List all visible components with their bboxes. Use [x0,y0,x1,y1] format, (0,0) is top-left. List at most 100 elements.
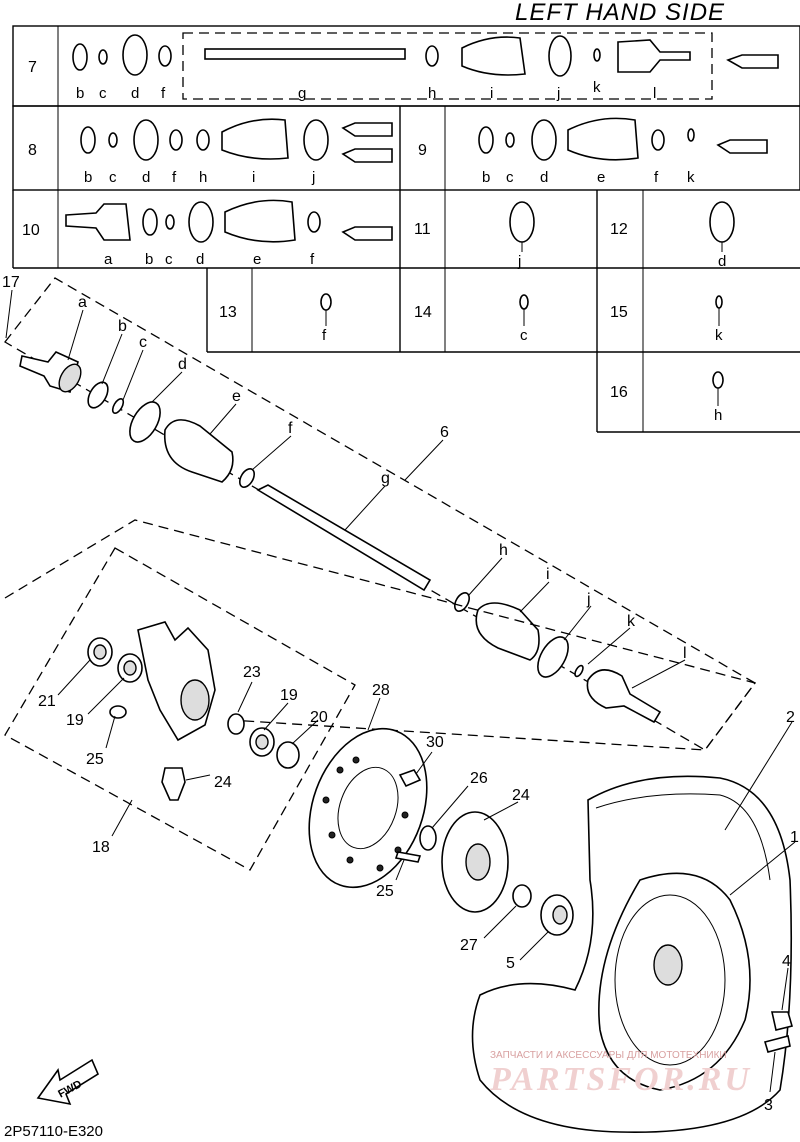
kit-ref-10: 10 [22,222,40,239]
kit-8-letter-f: f [172,169,177,186]
kit-10-letter-d: d [196,251,204,268]
callout-1: 1 [790,829,799,846]
kit-7-letter-d: d [131,85,139,102]
callout-2: 2 [786,709,795,726]
callout-3: 3 [764,1097,773,1114]
kit-ref-9: 9 [418,142,427,159]
kit-15-ring [715,295,723,309]
callout-e: e [232,388,241,405]
kit-8-letter-c: c [109,169,117,186]
callout-d: d [178,356,187,373]
callout-l: l [683,645,687,662]
kit-ref-13: 13 [219,304,237,321]
kit-11-letter-j: j [517,253,521,270]
kit-8-parts [80,118,393,163]
kit-8-letter-b: b [84,169,92,186]
kit-7-letter-j: j [556,85,560,102]
fwd-arrow-icon: FWD [36,1058,100,1106]
wheel-nut-4 [771,1011,793,1031]
callout-19-left: 19 [66,712,84,729]
watermark-line2: PARTSFOR.RU [489,1061,752,1098]
callout-6: 6 [440,424,449,441]
kit-8-letter-h: h [199,169,207,186]
diagram-code: 2P57110-E320 [4,1123,103,1140]
kit-9-letter-k: k [687,169,695,186]
kit-ref-7: 7 [28,59,37,76]
callout-c: c [139,334,147,351]
circlip-c [111,397,125,415]
kit-10-letter-c: c [165,251,173,268]
callout-k: k [627,613,636,630]
kit-16-letter-h: h [714,407,722,424]
callout-20: 20 [310,709,328,726]
kit-ref-14: 14 [414,304,432,321]
callout-22: 23 [243,664,261,681]
callout-18: 18 [92,839,110,856]
kit-7-letter-k: k [593,79,601,96]
boot-band-d [129,401,161,443]
ring-k [574,664,584,678]
callout-23: 24 [214,774,232,791]
kit-12-letter-d: d [718,253,726,270]
callout-21: 21 [38,693,56,710]
kit-9-letter-f: f [654,169,659,186]
kit-9-letter-b: b [482,169,490,186]
callout-19-right: 19 [280,687,298,704]
page-title: LEFT HAND SIDE [515,0,725,26]
kit-10-letter-f: f [310,251,315,268]
kit-ref-11: 11 [414,221,431,238]
callout-f: f [288,420,293,437]
callout-j: j [586,591,591,608]
boot-e [163,419,234,483]
kit-7-letter-l: l [653,85,656,102]
kit-8-letter-i: i [252,169,255,186]
kit-9-letter-e: e [597,169,605,186]
kit-10-letter-e: e [253,251,261,268]
seal-20 [276,741,300,769]
brake-disc-29 [308,727,428,889]
callout-17: 17 [2,274,20,291]
boot-band-f [238,468,256,488]
kit-10-letter-a: a [104,251,113,268]
kit-15-letter-k: k [715,327,723,344]
kit-12-clamp [709,201,735,243]
kit-7-letter-b: b [76,85,84,102]
drive-shaft-assembly: a b c d e f g h i j k l 17 6 [2,274,756,751]
kit-13-letter-f: f [322,327,327,344]
callout-25: 24 [512,787,530,804]
bolt-30 [398,769,422,788]
kit-7-parts [72,34,779,77]
callout-28: 27 [460,937,478,954]
kit-9-parts [478,117,768,161]
kit-7-letter-g: g [298,85,306,102]
kit-13-clamp [320,293,332,311]
callout-i: i [546,566,550,583]
nut-28 [512,884,532,908]
kit-ref-16: 16 [610,384,628,401]
kit-7-letter-i: i [490,85,493,102]
kit-9-letter-d: d [540,169,548,186]
kit-11-clamp [509,201,535,243]
kit-10-parts [65,199,393,243]
steering-knuckle [137,621,216,742]
knuckle-assembly: 21 19 25 24 23 19 20 18 [4,519,757,871]
kit-7-letter-f: f [161,85,166,102]
callout-a: a [78,294,87,311]
callout-b: b [118,318,127,335]
callout-5: 5 [506,955,515,972]
callout-4: 4 [782,953,791,970]
ball-joint-23 [161,767,186,801]
inner-joint-l [586,669,662,724]
circlip-b [87,381,109,409]
kit-7-letter-h: h [428,85,436,102]
circlip-24 [109,705,127,719]
kit-table: 7 b c d f g h i j k l 8 [12,25,800,433]
stud-26 [394,851,422,863]
o-ring-27 [419,825,437,851]
boot-band-j [537,636,569,678]
kit-7-letter-c: c [99,85,107,102]
kit-10-letter-b: b [145,251,153,268]
kit-ref-12: 12 [610,221,628,238]
kit-ref-8: 8 [28,142,37,159]
